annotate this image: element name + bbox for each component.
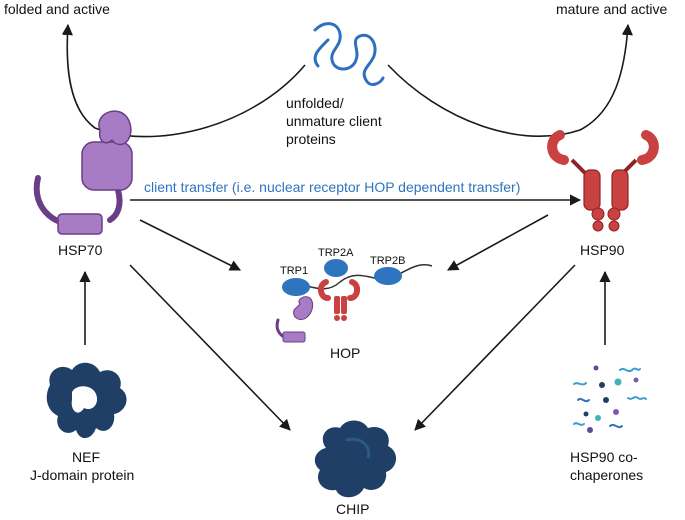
cochaperones-label-line2: chaperones: [570, 467, 643, 483]
client-transfer-label: client transfer (i.e. nuclear receptor H…: [144, 179, 520, 195]
arrow-hsp90-to-chip: [414, 264, 576, 431]
arrow-to-mature: [387, 23, 633, 137]
arrow-hsp70-to-hop: [139, 219, 242, 271]
hsp90-label: HSP90: [580, 242, 625, 258]
unfolded-label-line2: unmature client: [286, 113, 382, 129]
nef-label-line1: NEF: [72, 449, 100, 465]
hop-cochaperone-icon: [275, 259, 433, 343]
squiggle-protein-icon: [313, 22, 385, 86]
chip-ligase-icon: [314, 420, 397, 498]
mature-active-label: mature and active: [556, 1, 667, 17]
hop-label: HOP: [330, 345, 360, 361]
cochaperone-mix-icon: [573, 365, 647, 433]
hsp70-chaperone-icon: [33, 110, 133, 235]
chip-label: CHIP: [336, 501, 369, 517]
unfolded-label-line3: proteins: [286, 131, 336, 147]
nef-label-line2: J-domain protein: [30, 467, 134, 483]
hsp90-dimer-icon: [547, 130, 659, 232]
nef-blob-icon: [46, 362, 127, 439]
cochaperones-label-line1: HSP90 co-: [570, 449, 638, 465]
trp2b-label: TRP2B: [370, 255, 405, 267]
unfolded-label-line1: unfolded/: [286, 95, 344, 111]
arrow-hsp90-to-hop: [447, 214, 549, 271]
trp1-label: TRP1: [280, 265, 308, 277]
arrow-hsp70-to-chip: [129, 264, 291, 431]
folded-active-label: folded and active: [4, 1, 110, 17]
trp2a-label: TRP2A: [318, 247, 354, 259]
hsp70-label: HSP70: [58, 242, 103, 258]
